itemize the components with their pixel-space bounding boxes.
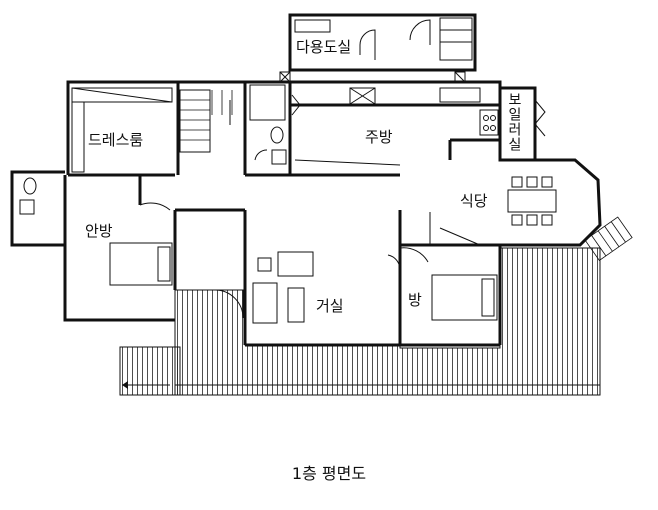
- master-bed: [109, 242, 173, 286]
- doors: [139, 94, 481, 319]
- room-label-master: 안방: [85, 222, 113, 240]
- plan-caption: 1층 평면도: [291, 464, 367, 483]
- deck: [119, 247, 601, 396]
- room-label-dining: 식당: [460, 192, 488, 210]
- room-bed: [431, 274, 498, 321]
- living-furniture: [252, 251, 314, 324]
- room-label-boiler: 보일러실: [506, 92, 522, 152]
- room-label-utility: 다용도실: [296, 38, 351, 56]
- room-label-living: 거실: [316, 297, 344, 315]
- main-walls: [10, 80, 602, 347]
- room-label-dressroom: 드레스룸: [88, 131, 143, 149]
- dressroom-closets: [71, 87, 173, 173]
- dining-table: [507, 176, 557, 226]
- room-label-room: 방: [408, 291, 422, 309]
- room-label-kitchen: 주방: [365, 128, 393, 146]
- kitchen-fixtures: [294, 87, 499, 166]
- stairs: [179, 89, 633, 262]
- bathroom-fixtures: [19, 84, 287, 215]
